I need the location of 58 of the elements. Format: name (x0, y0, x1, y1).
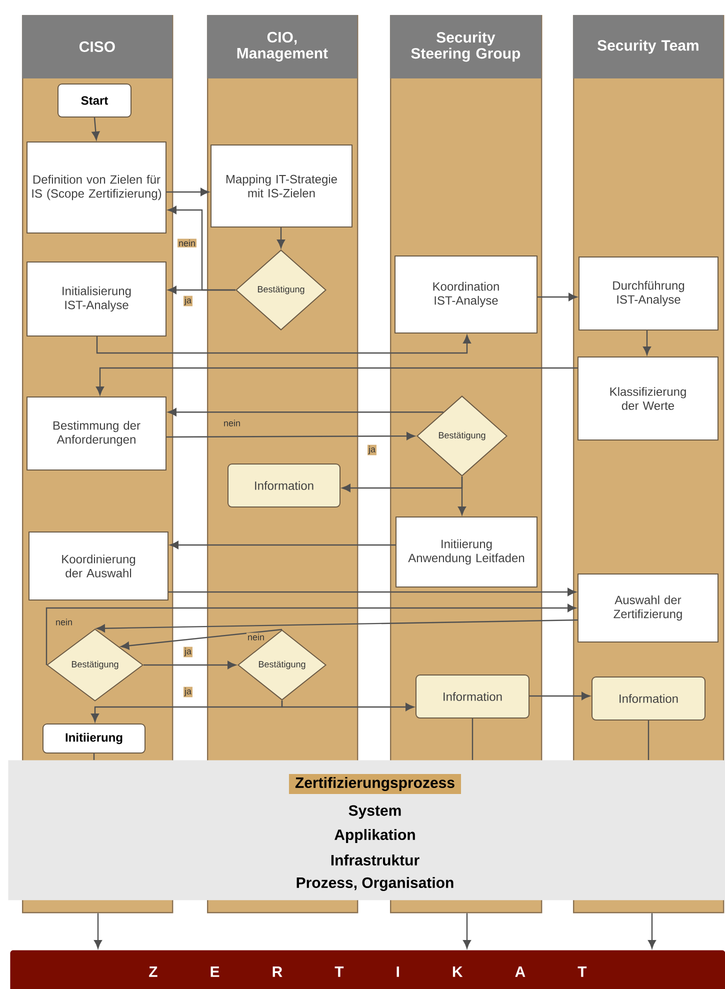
edge-label: nein (222, 418, 242, 428)
lane-header: CIO, Management (207, 15, 358, 78)
lane-header: Security Steering Group (390, 15, 542, 78)
arrow (277, 228, 285, 248)
connector-line (472, 718, 474, 760)
lane-header: CISO (22, 15, 172, 78)
arrow (538, 293, 577, 301)
arrow (643, 330, 651, 356)
band-text: Prozess, Organisation (296, 876, 454, 892)
edge-label: nein (246, 632, 266, 642)
band-heading: Zertifizierungsprozess (288, 774, 462, 794)
arrow (144, 661, 236, 669)
terminal-box: Initiierung (42, 724, 146, 754)
arrow (648, 913, 656, 949)
process-box: Koordination IST-Analyse (394, 256, 538, 334)
process-box: Auswahl der Zertifizierung (578, 574, 718, 642)
process-box: Bestimmung der Anforderungen (26, 396, 166, 470)
edge-label: ja (184, 686, 192, 698)
arrow (96, 367, 578, 396)
arrow (463, 913, 471, 949)
edge-label: nein (54, 618, 74, 626)
arrow (166, 432, 415, 440)
certificate-bar: Z E R T I K A T (10, 950, 725, 989)
process-box: Mapping IT-Strategie mit IS-Zielen (210, 144, 352, 228)
edge-label: ja (184, 296, 192, 306)
process-box: Klassifizierung der Werte (578, 356, 718, 440)
process-box: Initialisierung IST-Analyse (26, 262, 166, 336)
edge-label: nein (178, 238, 196, 248)
arrow (46, 604, 576, 665)
arrow (96, 335, 471, 354)
process-box: Initiierung Anwendung Leitfaden (396, 516, 538, 588)
band-text: System (348, 805, 401, 819)
arrow (94, 913, 102, 949)
info-box: Information (592, 676, 706, 720)
connector-line (93, 754, 95, 760)
arrow (458, 476, 466, 516)
band-text: Applikation (334, 829, 415, 843)
arrow (530, 692, 590, 700)
info-box: Information (228, 464, 340, 508)
arrow (92, 117, 100, 140)
arrow (170, 541, 396, 549)
process-box: Durchführung IST-Analyse (578, 256, 718, 330)
terminal-box: Start (58, 84, 132, 118)
edge-label: ja (184, 646, 192, 658)
arrow (281, 700, 414, 711)
arrow (166, 188, 209, 196)
lane-header: Security Team (573, 15, 724, 78)
arrow (120, 628, 282, 650)
edge-label: ja (368, 444, 376, 456)
arrow (168, 286, 236, 294)
info-box: Information (416, 674, 530, 718)
process-box: Koordinierung der Auswahl (28, 532, 168, 600)
arrow (168, 588, 576, 596)
process-box: Definition von Zielen für IS (Scope Zertifizierung) (26, 142, 166, 234)
connector-line (648, 720, 650, 760)
band-text: Infrastruktur (331, 854, 420, 866)
arrow (96, 619, 578, 632)
arrow (168, 408, 444, 416)
